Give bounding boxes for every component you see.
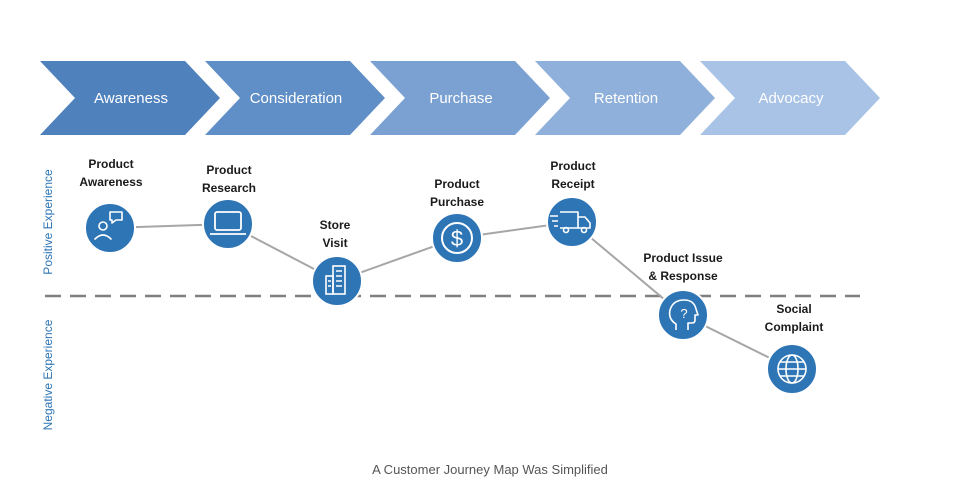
step-label-line-1: Social	[776, 302, 811, 316]
delivery-truck-icon	[550, 211, 591, 234]
stage-awareness: Awareness	[40, 61, 220, 135]
journey-step-product-awareness: Product Awareness	[79, 157, 143, 254]
stage-retention-label: Retention	[594, 90, 658, 107]
stage-consideration-label: Consideration	[250, 90, 343, 107]
step-label-line-2: Purchase	[430, 195, 484, 209]
step-label-line-1: Product	[550, 159, 595, 173]
svg-text:$: $	[451, 226, 463, 251]
stage-purchase-chevron	[370, 61, 550, 135]
step-label-line-1: Product Issue	[643, 251, 723, 265]
stage-chevrons: Awareness Consideration Purchase Retenti…	[40, 61, 880, 135]
svg-text:?: ?	[680, 306, 687, 321]
step-label-line-2: Complaint	[765, 320, 824, 334]
step-node	[84, 202, 136, 254]
stage-advocacy: Advocacy	[700, 61, 880, 135]
stage-purchase: Purchase	[370, 61, 550, 135]
stage-retention-chevron	[535, 61, 715, 135]
stage-purchase-label: Purchase	[429, 90, 492, 107]
positive-experience-label: Positive Experience	[41, 169, 55, 275]
stage-awareness-label: Awareness	[94, 90, 168, 107]
step-label-line-1: Product	[434, 177, 479, 191]
step-label-line-2: Receipt	[551, 177, 594, 191]
stage-retention: Retention	[535, 61, 715, 135]
person-chat-icon	[94, 211, 123, 240]
stage-awareness-chevron	[40, 61, 220, 135]
step-label-line-2: Awareness	[79, 175, 142, 189]
step-label-line-2: Visit	[322, 236, 347, 250]
journey-step-product-purchase: Product Purchase $	[430, 177, 484, 264]
stage-advocacy-chevron	[700, 61, 880, 135]
step-node	[657, 289, 709, 341]
dollar-icon: $	[441, 222, 473, 254]
journey-step-product-issue: Product Issue & Response ?	[643, 251, 723, 341]
step-node	[431, 212, 483, 264]
head-question-icon: ?	[668, 299, 699, 330]
step-node	[202, 198, 254, 250]
negative-experience-label: Negative Experience	[41, 319, 55, 430]
stage-advocacy-label: Advocacy	[758, 90, 824, 107]
stage-consideration-chevron	[205, 61, 385, 135]
step-node	[546, 196, 598, 248]
journey-step-store-visit: Store Visit	[311, 218, 363, 307]
journey-step-product-research: Product Research	[202, 163, 256, 250]
diagram-caption: A Customer Journey Map Was Simplified	[372, 462, 608, 477]
laptop-icon	[210, 211, 246, 235]
globe-icon	[777, 354, 807, 384]
step-label-line-2: & Response	[648, 269, 718, 283]
step-label-line-1: Product	[88, 157, 133, 171]
step-label-line-1: Store	[320, 218, 351, 232]
journey-step-social-complaint: Social Complaint	[765, 302, 824, 395]
stage-consideration: Consideration	[205, 61, 385, 135]
step-label-line-2: Research	[202, 181, 256, 195]
step-label-line-1: Product	[206, 163, 251, 177]
building-icon	[325, 265, 346, 295]
journey-step-product-receipt: Product Receipt	[546, 159, 598, 248]
